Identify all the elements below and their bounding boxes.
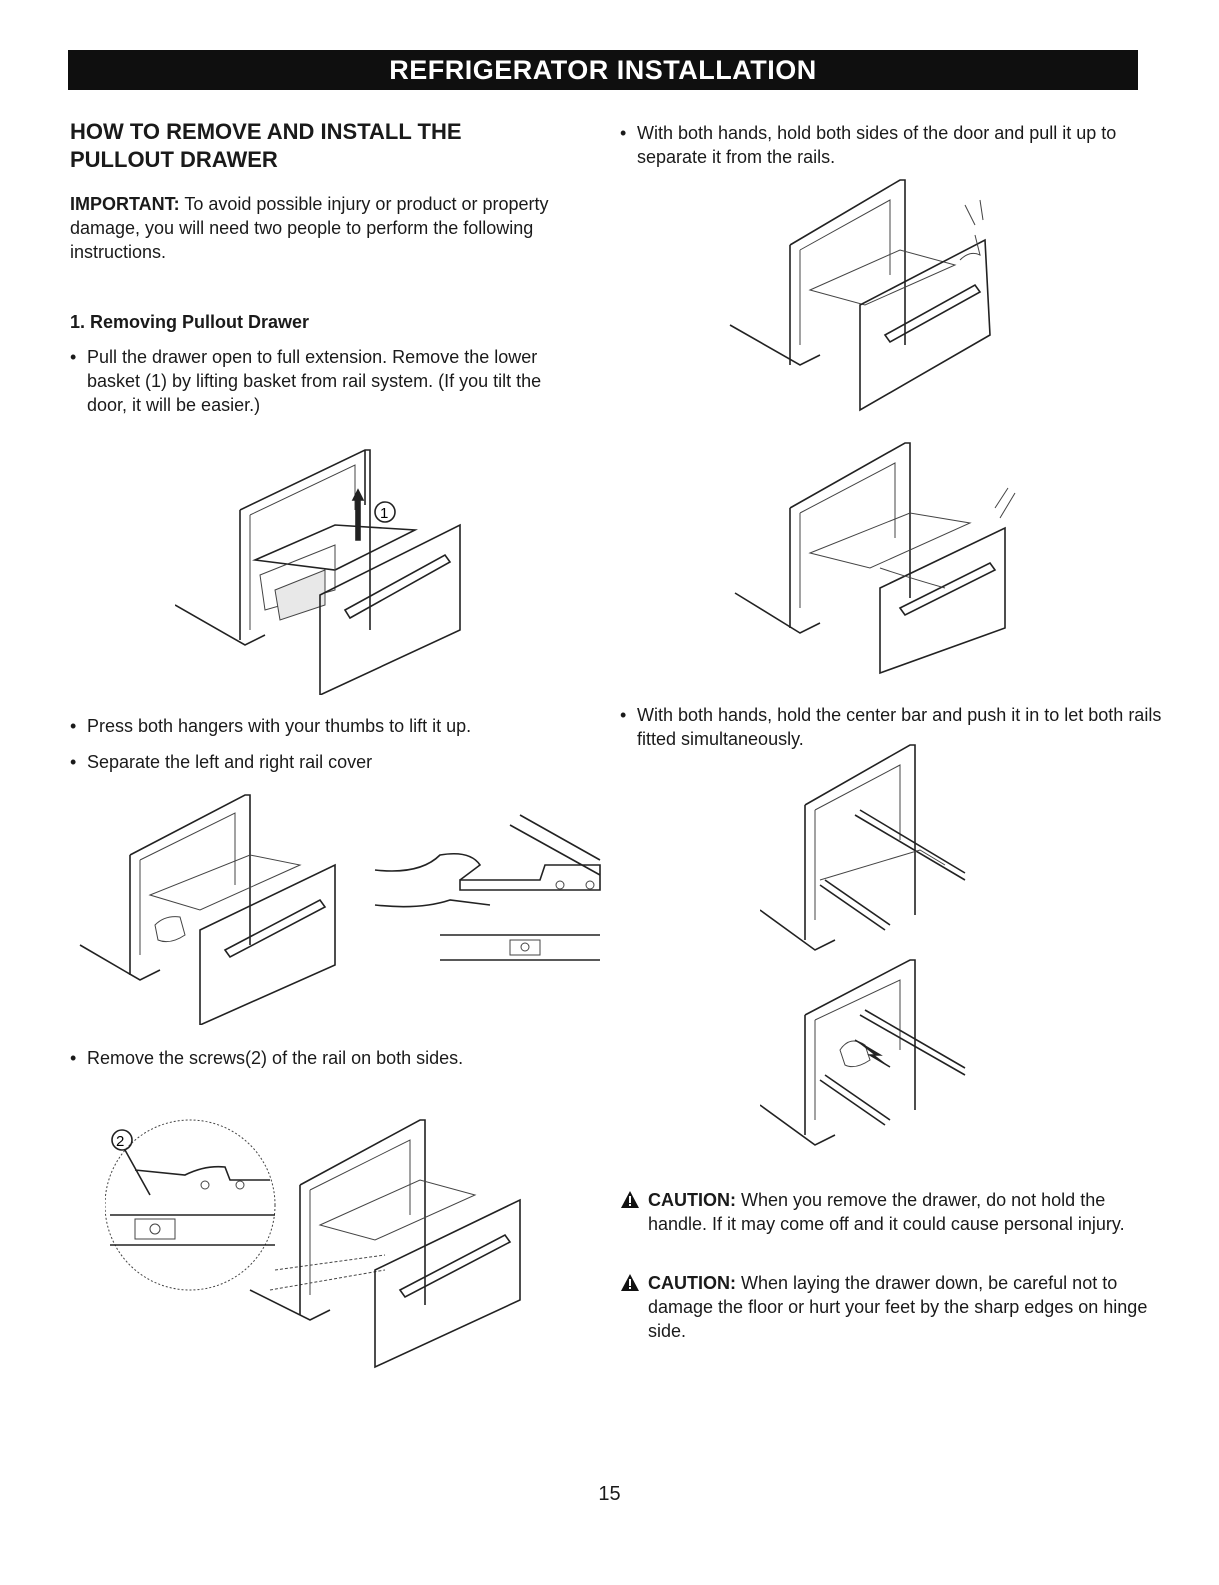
illustration-rails-extended xyxy=(760,744,966,951)
caution-text-1: When you remove the drawer, do not hold … xyxy=(648,1190,1125,1234)
bullet-pull-drawer: Pull the drawer open to full extension. … xyxy=(70,345,567,417)
caution-text-2: When laying the drawer down, be careful … xyxy=(648,1273,1148,1341)
warning-triangle-icon xyxy=(621,1191,639,1208)
step1-title: 1. Removing Pullout Drawer xyxy=(70,312,310,332)
illustration-lift-door xyxy=(729,179,991,412)
illustration-pull-drawer xyxy=(734,442,1016,675)
bullet-separate-rail-cover: Separate the left and right rail cover xyxy=(70,750,607,774)
bullet-separate-door: With both hands, hold both sides of the … xyxy=(620,121,1167,169)
page-banner: REFRIGERATOR INSTALLATION xyxy=(68,50,1138,90)
page-number: 15 xyxy=(598,1483,621,1505)
callout-2-label: 2 xyxy=(116,1133,124,1150)
heading-line-2: PULLOUT DRAWER xyxy=(70,147,278,172)
caution-label: CAUTION: xyxy=(648,1190,736,1210)
caution-laying-down: CAUTION: When laying the drawer down, be… xyxy=(620,1271,1158,1343)
illustration-remove-screws: 2 xyxy=(105,1119,521,1369)
callout-1-label: 1 xyxy=(380,505,388,522)
illustration-rail-cover-detail xyxy=(374,814,601,961)
important-text: To avoid possible injury or product or p… xyxy=(70,194,549,262)
important-label: IMPORTANT: xyxy=(70,194,180,214)
bullet-push-center-bar: With both hands, hold the center bar and… xyxy=(620,703,1167,751)
illustration-remove-basket: 1 xyxy=(175,449,461,695)
bullet-press-hangers: Press both hangers with your thumbs to l… xyxy=(70,714,607,738)
section-heading: HOW TO REMOVE AND INSTALL THE PULLOUT DR… xyxy=(70,118,590,174)
caution-handle: CAUTION: When you remove the drawer, do … xyxy=(620,1188,1158,1236)
heading-line-1: HOW TO REMOVE AND INSTALL THE xyxy=(70,119,462,144)
warning-triangle-icon xyxy=(621,1274,639,1291)
illustration-rail-cover-drawer xyxy=(79,794,336,1025)
bullet-remove-screws: Remove the screws(2) of the rail on both… xyxy=(70,1046,607,1070)
important-note: IMPORTANT: To avoid possible injury or p… xyxy=(70,192,590,264)
illustration-push-rails xyxy=(760,959,966,1146)
caution-label: CAUTION: xyxy=(648,1273,736,1293)
